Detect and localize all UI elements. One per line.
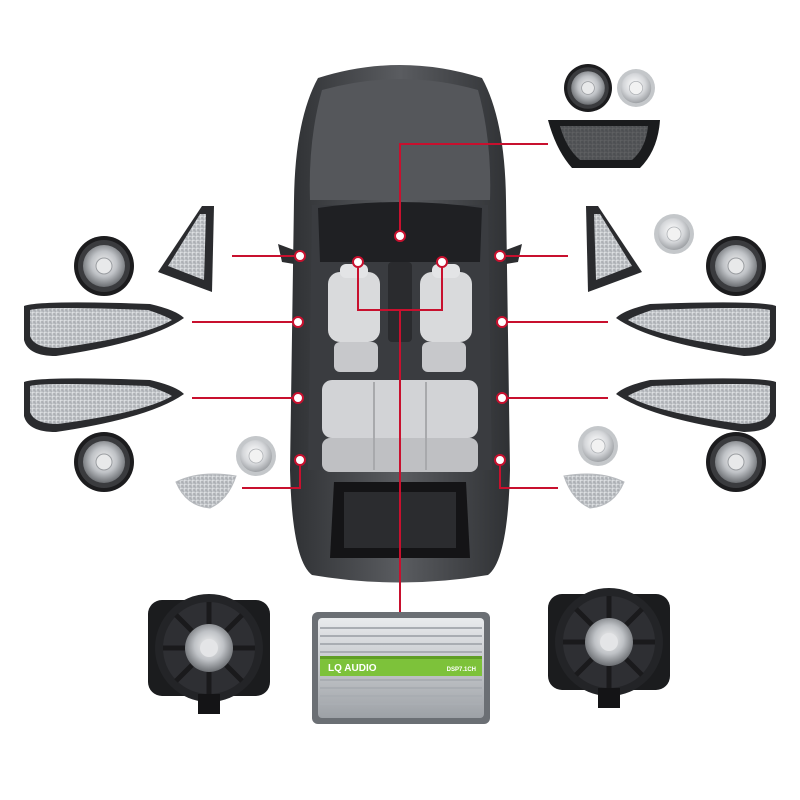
rear-right-midrange: [705, 431, 767, 493]
a-pillar-cover-left: [158, 206, 214, 292]
rear-left-midrange: [73, 431, 135, 493]
rear-right-door-grille: [616, 378, 776, 432]
rear-left-tweeter: [235, 435, 277, 477]
rear-left-deck-grille: [175, 473, 237, 509]
dsp-amplifier: LQ AUDIO DSP7.1CH: [312, 612, 490, 724]
a-pillar-cover-right: [586, 206, 642, 292]
front-seat-left: [328, 264, 380, 372]
front-left-midrange: [73, 235, 135, 297]
rear-right-deck-grille: [563, 473, 625, 509]
front-seat-right: [420, 264, 472, 372]
connector-nodes: [292, 230, 508, 466]
amplifier-brand: LQ AUDIO: [328, 663, 377, 674]
rear-left-door-grille: [24, 378, 184, 432]
center-tweeter: [616, 68, 656, 108]
subwoofer-right: [548, 588, 670, 708]
center-midrange-speaker: [563, 63, 613, 113]
front-right-door-grille: [616, 302, 776, 356]
front-left-door-grille: [24, 302, 184, 356]
front-right-tweeter: [653, 213, 695, 255]
subwoofer-left: [148, 594, 270, 714]
front-right-midrange: [705, 235, 767, 297]
rear-right-tweeter: [577, 425, 619, 467]
center-dash-grille: [548, 120, 660, 168]
amplifier-model: DSP7.1CH: [447, 667, 476, 673]
connector-lines: [192, 143, 608, 612]
